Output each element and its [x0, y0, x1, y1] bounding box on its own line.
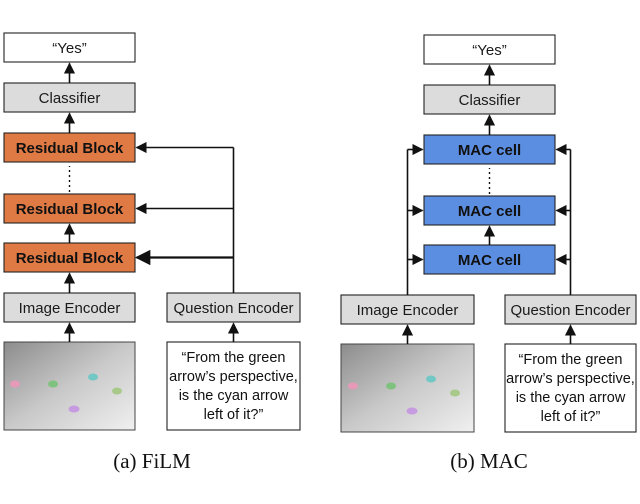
mac-output-box — [423, 34, 556, 65]
mac-question-encoder-label: Question Encoder — [510, 302, 630, 319]
film-question-encoder-label: Question Encoder — [173, 300, 293, 317]
mac-question-line-3: is the cyan arrow — [516, 390, 626, 406]
mac-cell-top-label: MAC cell — [458, 142, 521, 159]
film-question-line-1: “From the green — [182, 350, 286, 366]
film-classifier-box — [3, 82, 136, 113]
mac-classifier-label: Classifier — [459, 92, 521, 109]
film-residual-block-middle-label: Residual Block — [16, 201, 124, 218]
film-residual-block-top-label: Residual Block — [16, 140, 124, 157]
mac-output-label: “Yes” — [472, 42, 506, 59]
film-caption: (a) FiLM — [113, 449, 191, 473]
mac-caption: (b) MAC — [450, 449, 528, 473]
mac-cell-middle — [423, 195, 556, 226]
mac-question-line-2: arrow’s perspective, — [506, 371, 635, 387]
mac-panel: “Yes” Classifier MAC cell MAC cell MAC c… — [340, 34, 637, 473]
mac-question-line-1: “From the green — [519, 352, 623, 368]
mac-scene-image — [340, 343, 475, 433]
film-image-encoder-box — [3, 292, 136, 323]
mac-question-line-4: left of it?” — [541, 409, 601, 425]
film-question-line-4: left of it?” — [204, 407, 264, 423]
film-question-box — [166, 341, 301, 431]
film-classifier-label: Classifier — [39, 90, 101, 107]
film-residual-block-bottom-label: Residual Block — [16, 250, 124, 267]
mac-question-encoder-box — [504, 294, 637, 325]
mac-question-box — [504, 343, 637, 433]
film-scene-image — [3, 341, 136, 431]
film-residual-block-middle — [3, 193, 136, 224]
film-output-label: “Yes” — [52, 40, 86, 57]
mac-cell-bottom-label: MAC cell — [458, 252, 521, 269]
film-residual-block-bottom — [3, 242, 136, 273]
mac-cell-middle-label: MAC cell — [458, 203, 521, 220]
film-output-box — [3, 32, 136, 63]
film-panel: “Yes” Classifier Residual Block Residual… — [3, 32, 301, 473]
mac-cell-bottom — [423, 244, 556, 275]
film-question-encoder-box — [166, 292, 301, 323]
mac-image-encoder-label: Image Encoder — [357, 302, 459, 319]
film-question-line-3: is the cyan arrow — [179, 388, 289, 404]
mac-classifier-box — [423, 84, 556, 115]
mac-image-encoder-box — [340, 294, 475, 325]
film-question-line-2: arrow’s perspective, — [169, 369, 298, 385]
film-image-encoder-label: Image Encoder — [19, 300, 121, 317]
